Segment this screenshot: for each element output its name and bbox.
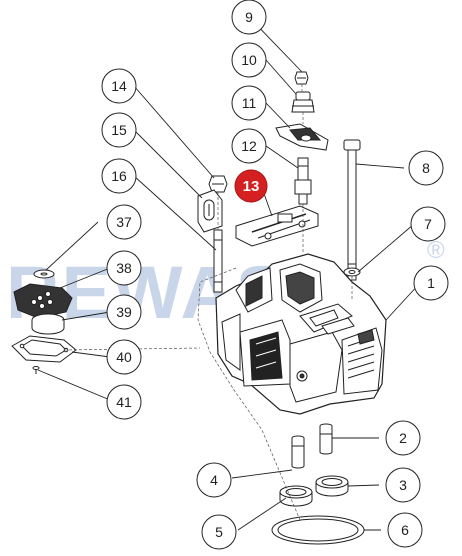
callout-8-label: 8 [422, 160, 430, 176]
callout-11[interactable]: 11 [231, 85, 267, 121]
part-7-washer[interactable] [343, 267, 361, 277]
part-3-valve-seat[interactable] [315, 475, 349, 497]
callout-39[interactable]: 39 [106, 294, 142, 330]
callout-37[interactable]: 37 [106, 204, 142, 240]
leader-lines [37, 16, 421, 531]
callout-13-label: 13 [243, 178, 260, 195]
part-6-head-gasket[interactable] [271, 515, 365, 545]
part-1-cylinder-head[interactable] [215, 253, 387, 415]
part-39-valve[interactable] [31, 313, 65, 335]
part-5-valve-seat[interactable] [279, 485, 313, 507]
callout-6[interactable]: 6 [387, 512, 423, 548]
callout-40-label: 40 [116, 349, 132, 365]
callout-4-label: 4 [210, 472, 218, 488]
part-38-gasket[interactable] [13, 283, 73, 319]
callout-37-label: 37 [116, 214, 132, 230]
callout-38[interactable]: 38 [106, 250, 142, 286]
callout-12[interactable]: 12 [231, 128, 267, 164]
callout-16-label: 16 [111, 168, 127, 184]
callout-14[interactable]: 14 [101, 68, 137, 104]
callout-5[interactable]: 5 [201, 514, 237, 550]
callout-1-label: 1 [427, 275, 435, 291]
part-12-rocker-stud[interactable] [294, 157, 312, 205]
part-13-guide-plate[interactable] [235, 205, 319, 247]
part-8-head-bolt[interactable] [343, 139, 361, 281]
callout-39-label: 39 [116, 304, 132, 320]
part-4-valve-guide[interactable] [291, 435, 305, 469]
callouts: 9 10 11 12 13 14 15 16 [101, 0, 449, 550]
part-16-stud[interactable] [213, 229, 223, 293]
callout-3-label: 3 [399, 477, 407, 493]
part-15-bracket[interactable] [197, 189, 223, 233]
callout-40[interactable]: 40 [106, 339, 142, 375]
callout-15[interactable]: 15 [101, 112, 137, 148]
callout-8[interactable]: 8 [408, 150, 444, 186]
part-10-rocker-pivot[interactable] [291, 91, 315, 113]
callout-9[interactable]: 9 [231, 0, 267, 35]
callout-11-label: 11 [242, 95, 257, 111]
part-41-screw[interactable] [32, 366, 40, 375]
callout-6-label: 6 [401, 522, 409, 538]
callout-1[interactable]: 1 [413, 265, 449, 301]
assembly-guide-lines [63, 84, 353, 521]
part-11-rocker-arm[interactable] [275, 123, 329, 151]
callout-7-label: 7 [424, 216, 432, 232]
callout-13-highlighted[interactable]: 13 [234, 169, 268, 203]
callout-5-label: 5 [215, 524, 223, 540]
callout-7[interactable]: 7 [410, 206, 446, 242]
callout-41[interactable]: 41 [106, 384, 142, 420]
callout-14-label: 14 [111, 78, 127, 94]
callout-10[interactable]: 10 [231, 42, 267, 78]
callout-2-label: 2 [399, 430, 407, 446]
parts-drawing [11, 71, 387, 545]
callout-16[interactable]: 16 [101, 158, 137, 194]
watermark-registered-mark: ® [427, 237, 445, 264]
part-9-nut[interactable] [294, 71, 309, 85]
part-37-washer[interactable] [33, 269, 55, 279]
callout-12-label: 12 [241, 138, 257, 154]
callout-2[interactable]: 2 [385, 420, 421, 456]
callout-10-label: 10 [241, 52, 257, 68]
callout-15-label: 15 [111, 122, 127, 138]
callout-41-label: 41 [116, 394, 132, 410]
callout-4[interactable]: 4 [196, 462, 232, 498]
part-40-cover[interactable] [11, 335, 77, 363]
part-2-valve-guide[interactable] [319, 423, 333, 455]
callout-3[interactable]: 3 [385, 467, 421, 503]
part-14-nut[interactable] [208, 175, 228, 193]
callout-38-label: 38 [116, 260, 132, 276]
callout-9-label: 9 [245, 9, 253, 25]
